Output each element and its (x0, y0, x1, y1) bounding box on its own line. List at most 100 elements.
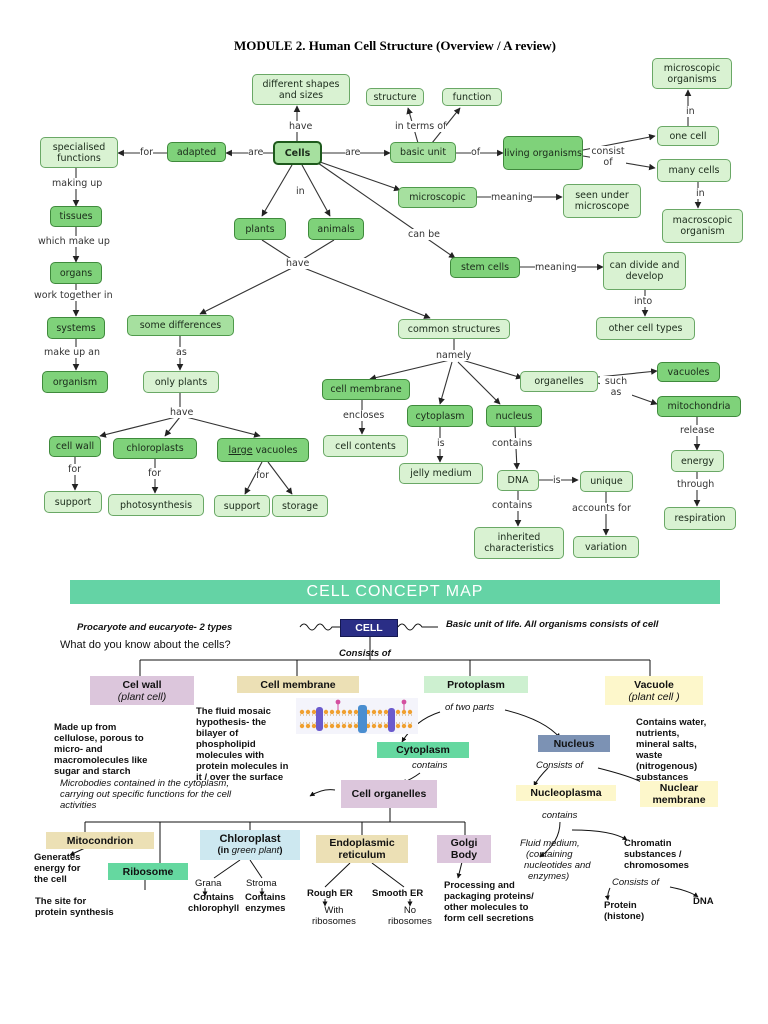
page-title: MODULE 2. Human Cell Structure (Overview… (234, 38, 556, 53)
vacuole-desc-line: nutrients, (636, 728, 680, 739)
node-jelly-medium: jelly medium (399, 463, 483, 484)
link-label-meaning-1: meaning (491, 192, 533, 203)
consists-of-label-3: Consists of (612, 877, 659, 888)
link-label-for-2: for (68, 464, 82, 475)
cell-box: CELL (340, 619, 398, 637)
link-label-accounts-for: accounts for (572, 503, 631, 514)
link-label-in-3: in (696, 188, 705, 199)
link-label-can-be: can be (408, 229, 440, 240)
link-label-in-1: in (686, 106, 695, 117)
link-label-of: of (471, 147, 481, 158)
vacuole-desc-line: substances (636, 772, 689, 783)
cell-membrane-box: Cell membrane (237, 676, 359, 693)
microbodies-note: Microbodies contained in the cytoplasm, … (60, 778, 231, 811)
protein-line: Protein (604, 900, 637, 911)
chloroplast-sub-close: ) (279, 845, 283, 856)
node-seen-under-microscope: seen under microscope (563, 184, 641, 218)
link-label-make-up-an: make up an (44, 347, 101, 358)
membrane-desc-line: bilayer of (196, 728, 239, 739)
question-text: What do you know about the cells? (60, 639, 231, 651)
with-ribosomes-line: ribosomes (312, 916, 356, 927)
link-label-is: is (437, 438, 445, 449)
generates-line: Generates (34, 852, 81, 863)
node-can-divide: can divide and develop (603, 252, 686, 290)
with-ribosomes-line: With (324, 905, 344, 916)
generates-energy-note: Generates energy for the cell (34, 852, 80, 885)
chromatin-line: Chromatin (624, 838, 672, 849)
link-label-release: release (680, 425, 715, 436)
node-cells: Cells (273, 141, 322, 165)
vacuole-title: Vacuole (634, 678, 674, 691)
contains-label-2: contains (542, 810, 578, 821)
fluid-medium-line: Fluid medium, (520, 838, 580, 849)
node-nucleus: nucleus (486, 405, 542, 427)
link-label-contains-2: contains (492, 500, 533, 511)
vacuole-desc-line: Contains water, (636, 717, 707, 728)
vacuole-desc-line: (nitrogenous) (636, 761, 698, 772)
cell-wall-desc-line: macromolecules like (54, 755, 148, 766)
node-respiration: respiration (664, 507, 736, 530)
cell-wall-title: Cel wall (122, 678, 162, 691)
vacuole-desc-line: mineral salts, (636, 739, 697, 750)
node-plants: plants (234, 218, 286, 240)
chloroplast-sub-green: green plant (231, 845, 280, 856)
dna-label: DNA (693, 896, 714, 907)
node-storage: storage (272, 495, 328, 517)
node-structure: structure (366, 88, 424, 106)
membrane-desc-line: protein molecules in (196, 761, 289, 772)
vacuole-box: Vacuole (plant cell ) (605, 676, 703, 705)
cell-concept-map-banner: CELL CONCEPT MAP (70, 580, 720, 604)
membrane-desc-line: hypothesis- the (196, 717, 267, 728)
link-label-for-3: for (148, 468, 162, 479)
node-animals: animals (308, 218, 364, 240)
link-label-have-3: have (170, 407, 194, 418)
link-label-which-make-up: which make up (38, 236, 110, 247)
cell-wall-box: Cel wall (plant cell) (90, 676, 194, 705)
node-specialised-functions: specialised functions (40, 137, 118, 168)
fluid-medium-line: nucleotides and (524, 860, 591, 871)
vacuole-description: Contains water, nutrients, mineral salts… (636, 717, 706, 783)
node-other-cell-types: other cell types (596, 317, 695, 340)
enzymes-line: enzymes (245, 903, 286, 914)
node-energy: energy (671, 450, 724, 472)
chloroplast-sub-open: (in (217, 845, 232, 856)
node-organism: organism (42, 371, 108, 393)
no-ribosomes-note: No ribosomes (388, 905, 432, 927)
site-protein-line: protein synthesis (35, 907, 114, 918)
link-label-are-1: are (248, 147, 264, 158)
membrane-desc-line: molecules with (196, 750, 265, 761)
node-large-vacuoles-large: large (228, 444, 253, 456)
link-label-through: through (677, 479, 715, 490)
fluid-medium-line: enzymes) (528, 871, 570, 882)
cell-organelles-box: Cell organelles (341, 780, 437, 808)
procaryote-note: Procaryote and eucaryote- 2 types (77, 622, 233, 633)
with-ribosomes-note: With ribosomes (312, 905, 356, 927)
node-photosynthesis: photosynthesis (108, 494, 204, 516)
node-tissues: tissues (50, 206, 102, 227)
chlorophyll-line: Contains (193, 892, 234, 903)
node-large-vacuoles: large vacuoles (217, 438, 309, 462)
no-ribosomes-line: ribosomes (388, 916, 432, 927)
node-dna: DNA (497, 470, 539, 491)
mitocondrion-box: Mitocondrion (46, 832, 154, 849)
endoplasmic-reticulum-box: Endoplasmic reticulum (316, 835, 408, 863)
contains-chlorophyll-note: Contains chlorophyll (188, 892, 239, 914)
link-label-consist-of: consist of (590, 146, 626, 168)
link-label-in-2: in (296, 186, 305, 197)
node-macroscopic-organism: macroscopic organism (662, 209, 743, 243)
node-support-1: support (44, 491, 102, 513)
link-label-encloses: encloses (343, 410, 385, 421)
node-systems: systems (47, 317, 105, 339)
membrane-description: The fluid mosaic hypothesis- the bilayer… (196, 706, 288, 783)
node-only-plants: only plants (143, 371, 219, 393)
cytoplasm-box: Cytoplasm (377, 742, 469, 758)
protein-line: (histone) (604, 911, 645, 922)
node-unique: unique (580, 471, 633, 492)
chromatin-note: Chromatin substances / chromosomes (624, 838, 689, 871)
cell-wall-desc-line: cellulose, porous to (54, 733, 144, 744)
link-label-as: as (176, 347, 187, 358)
node-organs: organs (50, 262, 102, 284)
